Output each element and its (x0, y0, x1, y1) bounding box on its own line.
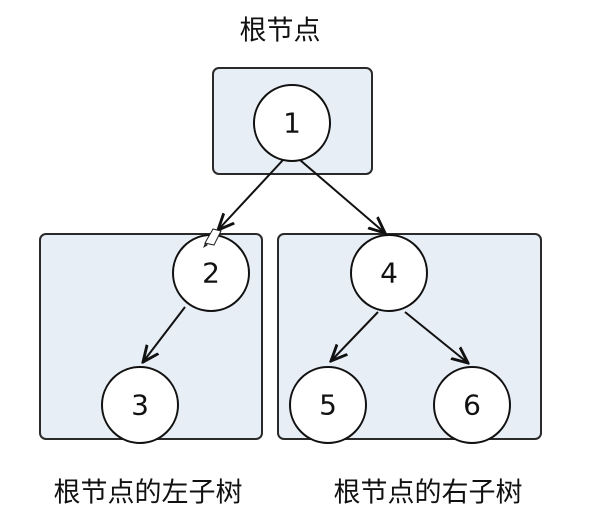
tree-node-6: 6 (433, 366, 511, 444)
edge-4-5 (331, 311, 379, 361)
tree-node-2: 2 (172, 234, 250, 312)
tree-node-5: 5 (289, 366, 367, 444)
edge-4-6 (404, 311, 468, 363)
tree-node-4: 4 (350, 234, 428, 312)
left-subtree-label: 根节点的左子树 (54, 478, 243, 509)
node-4-label: 4 (380, 257, 398, 290)
right-subtree-label: 根节点的右子树 (334, 478, 523, 509)
node-3-label: 3 (131, 389, 149, 422)
node-2-label: 2 (202, 257, 220, 290)
root-title: 根节点 (240, 16, 321, 47)
node-6-label: 6 (463, 389, 481, 422)
tree-node-1: 1 (253, 84, 331, 162)
edge-2-3 (143, 306, 186, 362)
tree-node-3: 3 (101, 366, 179, 444)
node-5-label: 5 (319, 389, 337, 422)
edge-1-2 (218, 159, 284, 230)
edge-1-4 (299, 159, 385, 233)
node-1-label: 1 (283, 107, 301, 140)
pen-cursor-icon (203, 228, 222, 248)
